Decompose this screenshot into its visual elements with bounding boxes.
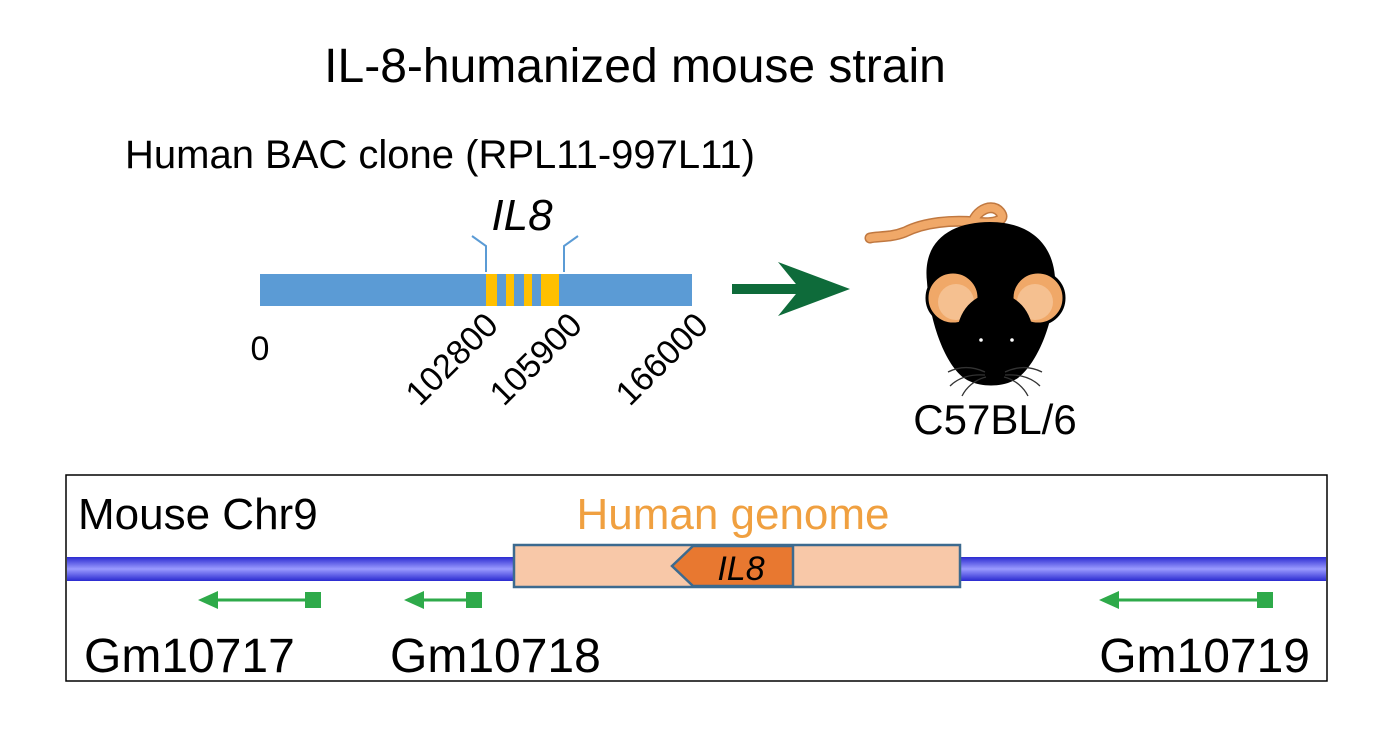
bac-gene-bracket-right	[563, 235, 579, 272]
gene-label: Gm10717	[84, 630, 295, 683]
gene-label: Gm10719	[1099, 630, 1310, 683]
insert-gene-label: IL8	[717, 550, 764, 588]
mouse-strain-label: C57BL/6	[913, 396, 1076, 443]
insert-label: Human genome	[576, 490, 889, 539]
bac-position-label: 0	[251, 330, 270, 368]
bac-position-label: 102800	[399, 306, 506, 413]
mouse-icon	[864, 202, 1066, 397]
gene-arrow-icon	[1099, 591, 1273, 609]
figure-title: IL-8-humanized mouse strain	[324, 40, 946, 93]
bac-position-label: 105900	[483, 306, 590, 413]
transfer-arrow-icon	[732, 262, 850, 316]
chromosome-label: Mouse Chr9	[78, 490, 318, 539]
gene-arrow-icon	[404, 591, 482, 609]
bac-exon	[486, 274, 497, 306]
bac-bar	[260, 274, 692, 306]
il8-gene-arrow	[670, 544, 795, 588]
bac-clone-label: Human BAC clone (RPL11-997L11)	[125, 133, 755, 177]
bac-exon	[524, 274, 532, 306]
gene-label: Gm10718	[390, 630, 601, 683]
gene-arrow-icon	[198, 591, 321, 609]
bac-exon	[506, 274, 514, 306]
bac-position-label: 166000	[609, 306, 716, 413]
bac-gene-bracket-left	[471, 235, 487, 272]
bac-gene-label: IL8	[491, 191, 553, 240]
bac-exon	[541, 274, 559, 306]
